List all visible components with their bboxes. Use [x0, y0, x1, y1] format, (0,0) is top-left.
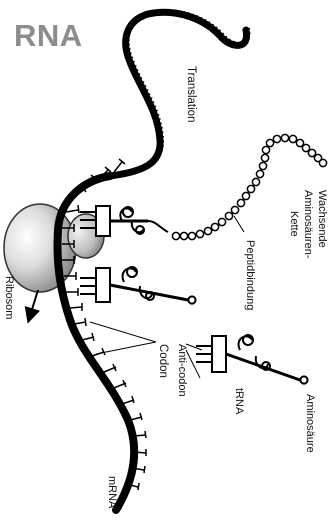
label-growing-chain-1: Wachsende [316, 190, 328, 248]
label-peptide-bond: Peptidbindung [244, 240, 256, 310]
mrna-strand-upper-dots [113, 10, 250, 174]
diagram-title: RNA [14, 18, 83, 54]
label-amino-acid: Aminosäure [304, 394, 316, 453]
label-growing-chain-3: Kette [288, 211, 300, 237]
label-mrna: mRNA [106, 476, 118, 509]
trna-free [196, 335, 308, 384]
trna-bound-2 [80, 267, 196, 304]
label-trna: tRNA [233, 388, 245, 415]
label-growing-chain-2: Aminosäuren- [302, 190, 314, 259]
label-anticodon: Anti-codon [176, 344, 188, 397]
ribosome-direction-arrow [30, 290, 38, 316]
label-codon: Codon [157, 344, 169, 378]
label-ribosome: Ribosom [3, 276, 15, 319]
label-translation: Translation [185, 66, 197, 122]
